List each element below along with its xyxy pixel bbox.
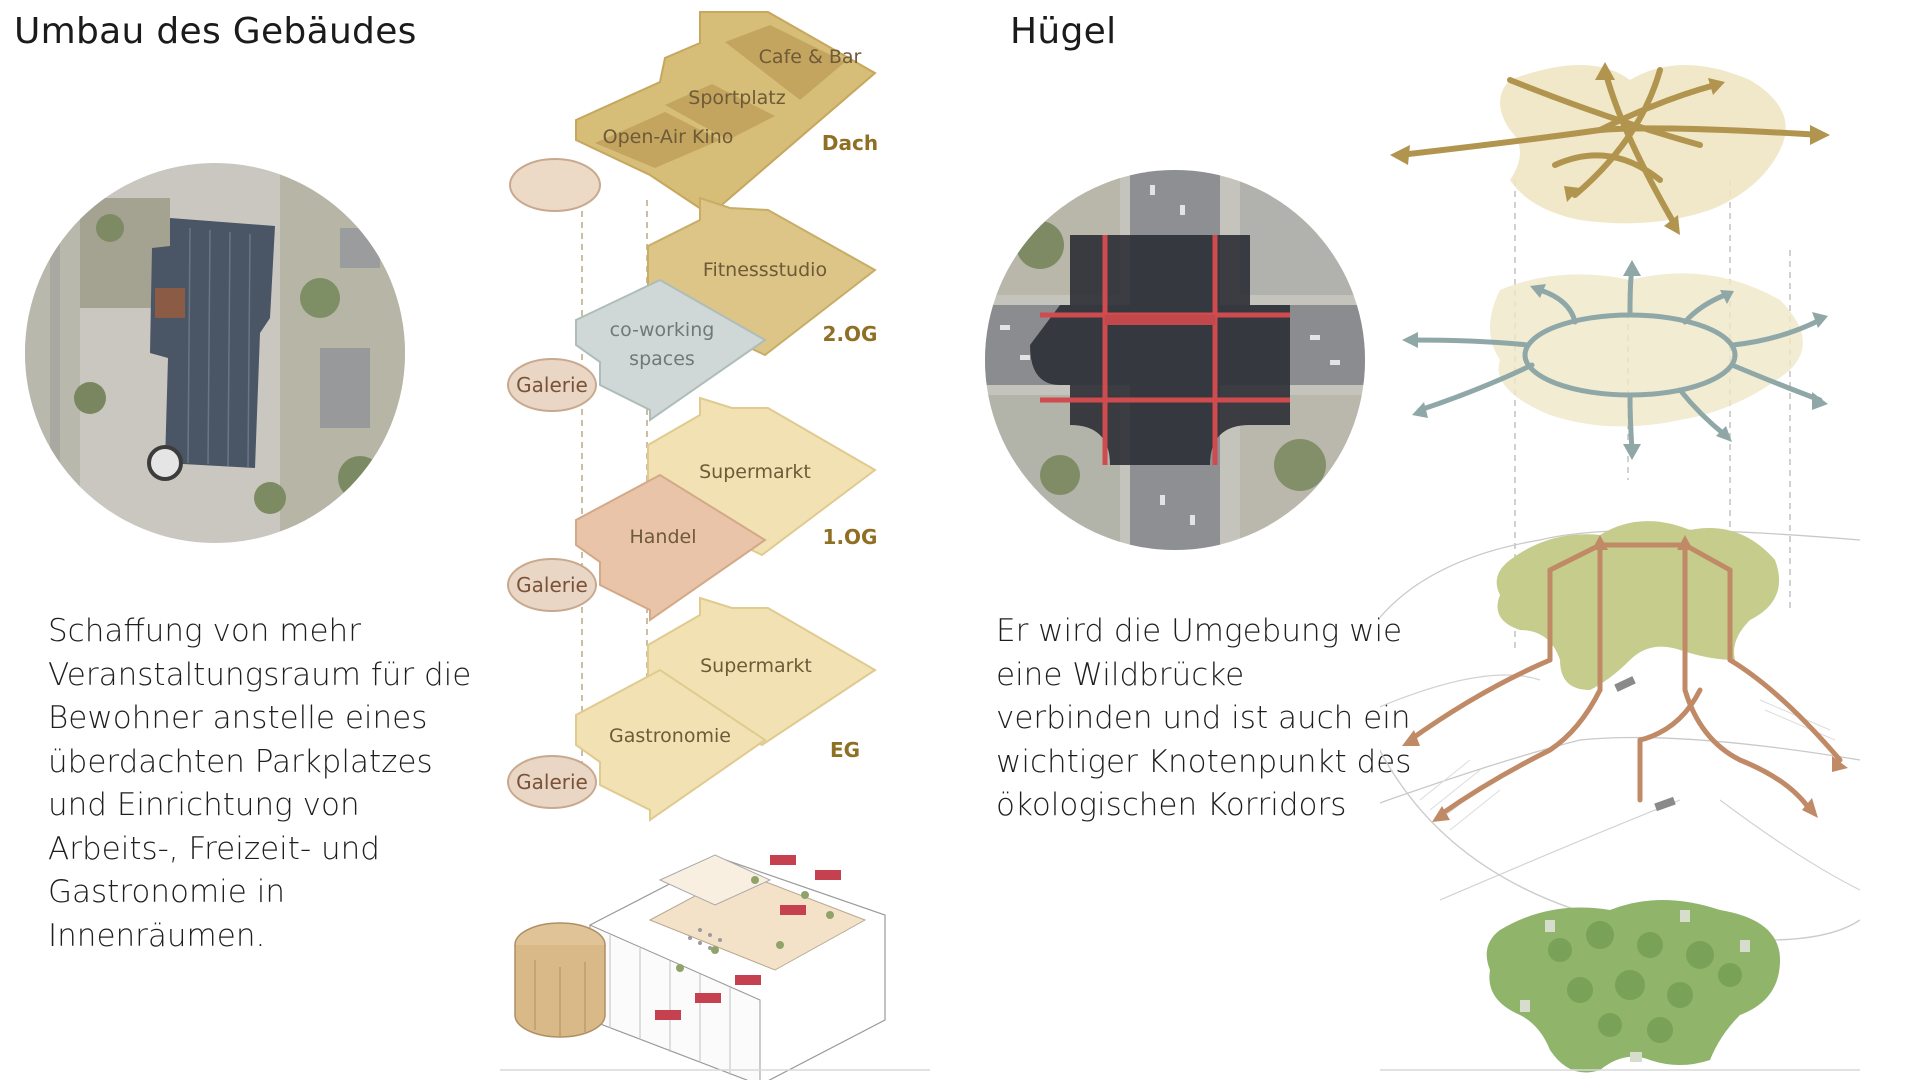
right-description-line: eine Wildbrücke xyxy=(996,656,1245,693)
level-label-eg: EG xyxy=(830,738,860,762)
layer-gold-paths xyxy=(1390,62,1830,235)
galerie-2og xyxy=(507,358,597,412)
galerie-label-1og: Galerie xyxy=(516,573,588,597)
level-label-2og: 2.OG xyxy=(823,322,878,346)
layer-teal-paths xyxy=(1402,260,1828,460)
galerie-label-eg: Galerie xyxy=(516,770,588,794)
right-description-line: ökologischen Korridors xyxy=(996,787,1347,823)
zone-label-spaces: spaces xyxy=(629,348,695,370)
left-description-line: und Einrichtung von xyxy=(48,787,360,823)
level-1og: Supermarkt Handel Galerie 1.OG xyxy=(507,396,878,622)
handel-zone xyxy=(575,473,767,622)
zone-label-cafe-bar: Cafe & Bar xyxy=(759,46,862,68)
left-heading: Umbau des Gebäudes xyxy=(14,11,417,52)
right-description-line: Er wird die Umgebung wie xyxy=(996,613,1403,649)
galerie-eg xyxy=(507,755,597,809)
cafe-bar-zone xyxy=(725,25,845,100)
zone-label-supermarkt-eg: Supermarkt xyxy=(700,655,812,677)
building-aerial-photo xyxy=(25,163,405,543)
right-heading: Hügel xyxy=(1010,11,1117,52)
galerie-label-2og: Galerie xyxy=(516,373,588,397)
sportplatz-zone xyxy=(665,84,775,140)
hill-layer-diagram xyxy=(1380,62,1860,1073)
left-description-line: Bewohner anstelle eines xyxy=(48,700,428,736)
left-description-line: Schaffung von mehr xyxy=(48,613,361,649)
exploded-floor-diagram: Cafe & Bar Sportplatz Open-Air Kino Dach… xyxy=(500,11,930,1080)
zone-label-gastronomie: Gastronomie xyxy=(609,725,731,747)
galerie-1og xyxy=(507,558,597,612)
zone-label-open-air-kino: Open-Air Kino xyxy=(603,126,734,148)
zone-label-coworking: co-working xyxy=(610,319,715,341)
left-description-line: Gastronomie in xyxy=(48,874,285,910)
zone-label-sportplatz: Sportplatz xyxy=(688,87,785,109)
right-description-line: wichtiger Knotenpunkt des xyxy=(996,743,1412,780)
zone-label-handel: Handel xyxy=(629,526,696,548)
level-2og: Fitnessstudio co-working spaces Galerie … xyxy=(507,196,878,422)
left-description-line: Arbeits-, Freizeit- und xyxy=(48,830,380,867)
level-dach: Cafe & Bar Sportplatz Open-Air Kino Dach xyxy=(509,11,878,217)
building-axonometric xyxy=(514,854,886,1080)
left-description-line: Innenräumen. xyxy=(48,917,266,954)
left-description-line: überdachten Parkplatzes xyxy=(48,743,433,780)
zone-label-fitnessstudio: Fitnessstudio xyxy=(703,259,827,281)
level-label-1og: 1.OG xyxy=(823,525,878,549)
left-description-line: Veranstaltungsraum für die xyxy=(48,656,472,693)
level-eg: Supermarkt Gastronomie Galerie EG xyxy=(507,596,877,822)
umbrella-icons xyxy=(655,855,841,1020)
right-description-line: verbinden und ist auch ein xyxy=(996,700,1411,736)
layer-green-hill xyxy=(1486,900,1780,1073)
dach-round-element xyxy=(509,158,601,212)
open-air-kino-zone xyxy=(595,112,720,168)
right-description: Er wird die Umgebung wie eine Wildbrücke… xyxy=(996,610,1411,828)
layer-street-hill xyxy=(1380,521,1860,941)
level-label-dach: Dach xyxy=(822,131,878,155)
gastronomie-zone xyxy=(575,668,767,822)
coworking-zone xyxy=(575,278,767,422)
zone-label-supermarkt-1og: Supermarkt xyxy=(699,461,811,483)
left-description: Schaffung von mehr Veranstaltungsraum fü… xyxy=(48,610,471,958)
intersection-aerial-photo xyxy=(985,170,1365,550)
